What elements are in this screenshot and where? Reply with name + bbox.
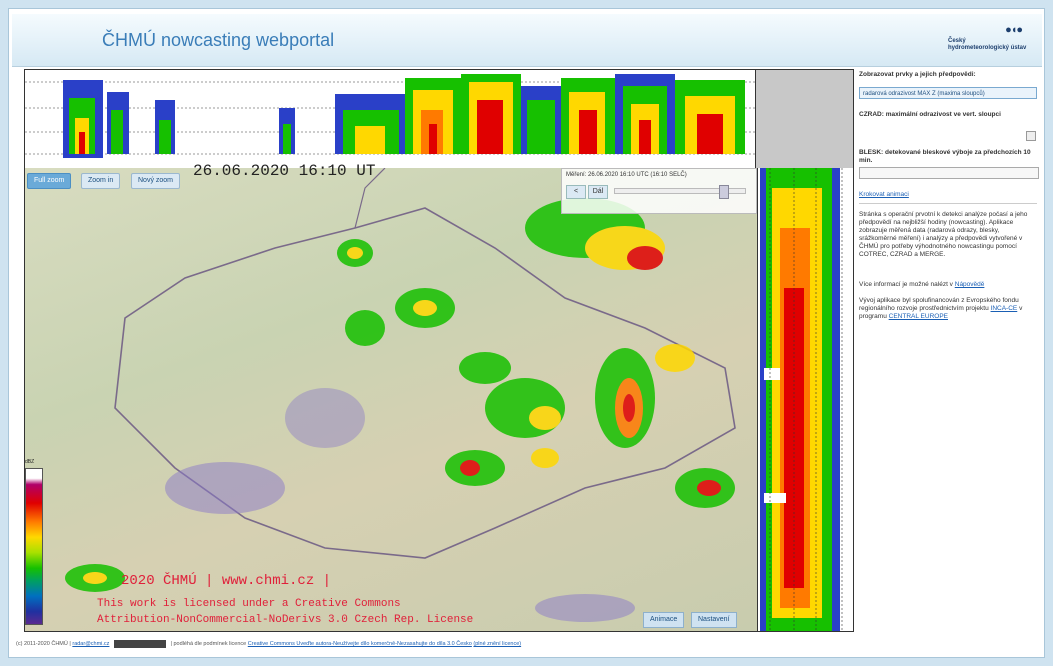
full-license-link[interactable]: (plné znění licence) bbox=[473, 641, 522, 647]
help-link[interactable]: Nápovědě bbox=[954, 281, 985, 288]
cross-section-corner bbox=[755, 70, 853, 168]
sidebar-panel: Zobrazovat prvky a jejich předpovědi: ra… bbox=[856, 69, 1042, 632]
animation-button[interactable]: Animace bbox=[643, 612, 685, 628]
lightning-interval-input[interactable] bbox=[859, 167, 1039, 179]
settings-button[interactable]: Nastavení bbox=[691, 612, 737, 628]
central-europe-link[interactable]: CENTRAL EUROPE bbox=[888, 313, 948, 320]
full-zoom-button[interactable]: Full zoom bbox=[27, 173, 72, 189]
layer-heading: Zobrazovat prvky a jejich předpovědi: bbox=[859, 71, 976, 78]
time-control-panel: Měření: 26.06.2020 16:10 UTC (16:10 SELČ… bbox=[561, 168, 757, 214]
layer-select[interactable]: radarová odrazivost MAX Z (maxima sloupc… bbox=[859, 87, 1037, 99]
zoom-in-button[interactable]: Zoom in bbox=[81, 173, 121, 189]
footer-license-mid: | podléhá dle podmínek licence bbox=[170, 641, 247, 647]
legend-unit-label: dBZ bbox=[25, 459, 35, 465]
info-text: Stránka s operační prvotní k detekci ana… bbox=[859, 211, 1028, 258]
chmi-logo[interactable]: ●◖● Český hydrometeorologický ústav bbox=[938, 24, 1028, 60]
header-banner: ČHMÚ nowcasting webportal ●◖● Český hydr… bbox=[12, 14, 1042, 67]
more-info-prefix: Více informací je možné nalézt v bbox=[859, 281, 953, 288]
more-info-text: Více informací je možné nalézt v Nápověd… bbox=[859, 281, 1037, 289]
copyright-text: 2020 ČHMÚ | www.chmi.cz | bbox=[121, 573, 332, 589]
next-frame-button[interactable]: Dál bbox=[588, 185, 608, 199]
project-suffix: v programu bbox=[859, 305, 1023, 320]
logo-text: Český hydrometeorologický ústav bbox=[948, 38, 1027, 51]
max-reflectivity-label: CZRAD: maximální odrazivost ve vert. slo… bbox=[859, 111, 1001, 118]
time-slider[interactable] bbox=[614, 185, 746, 199]
vertical-cross-section-top bbox=[25, 70, 755, 169]
creative-commons-badge-icon[interactable] bbox=[113, 639, 166, 648]
logo-mark-icon: ●◖● bbox=[1005, 24, 1023, 36]
contact-email-link[interactable]: radar@chmi.cz bbox=[72, 641, 110, 647]
radar-overlay-graphic bbox=[65, 168, 736, 622]
license-link[interactable]: Creative Commons Uveďte autora-Neužívejt… bbox=[247, 641, 472, 647]
vertical-cross-section-right bbox=[757, 168, 853, 631]
map-timestamp: 26.06.2020 16:10 UT bbox=[193, 162, 376, 180]
project-prefix: Vývoj aplikace byl spolufinancován z Evr… bbox=[859, 297, 1019, 312]
map-canvas[interactable]: Full zoom Zoom in Nový zoom 26.06.2020 1… bbox=[25, 162, 757, 631]
reflectivity-legend bbox=[25, 468, 43, 625]
cross-section-right-graphic bbox=[760, 168, 843, 631]
inca-ce-link[interactable]: INCA-CE bbox=[990, 305, 1018, 312]
time-slider-handle[interactable] bbox=[719, 185, 729, 199]
license-text-line1: This work is licensed under a Creative C… bbox=[97, 598, 401, 610]
sidebar-divider bbox=[859, 203, 1037, 204]
lightning-label: BLESK: detekované bleskové výboje za pře… bbox=[859, 149, 1031, 164]
footer-copyright: (c) 2011-2020 ČHMÚ | bbox=[16, 641, 71, 647]
radar-map-viewer[interactable]: Full zoom Zoom in Nový zoom 26.06.2020 1… bbox=[24, 69, 854, 632]
max-reflectivity-checkbox[interactable] bbox=[1026, 131, 1036, 141]
previous-frame-button[interactable]: < bbox=[566, 185, 586, 199]
new-zoom-button[interactable]: Nový zoom bbox=[131, 173, 181, 189]
license-text-line2: Attribution-NonCommercial-NoDerivs 3.0 C… bbox=[97, 614, 474, 626]
measurement-time-label: Měření: 26.06.2020 16:10 UTC (16:10 SELČ… bbox=[566, 172, 687, 178]
footer: (c) 2011-2020 ČHMÚ | radar@chmi.cz | pod… bbox=[16, 638, 1036, 650]
project-text: Vývoj aplikace byl spolufinancován z Evr… bbox=[859, 297, 1037, 321]
page-title: ČHMÚ nowcasting webportal bbox=[102, 30, 335, 50]
cross-section-top-graphic bbox=[25, 74, 755, 158]
step-animation-link[interactable]: Krokovat animaci bbox=[859, 191, 909, 198]
